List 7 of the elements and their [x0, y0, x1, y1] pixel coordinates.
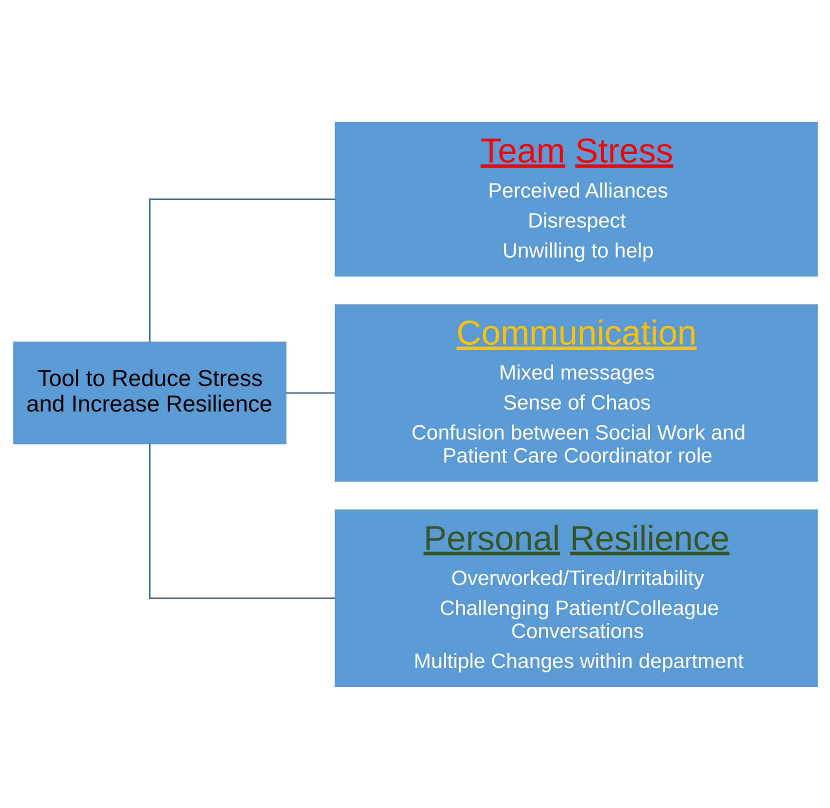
node-box: Tool to Reduce Stress and Increase Resilience: [12, 341, 286, 444]
connector: [148, 443, 335, 598]
connector: [148, 198, 335, 342]
connector: [285, 392, 334, 394]
node-box: Team Stress Perceived Alliances Disrespect Unwilling to help: [334, 122, 818, 276]
node-box: Communication Mixed messages Sense of Chaos Confusion between Social Work and Patient Care Coordinator role: [334, 304, 818, 482]
node-box: Personal Resilience Overworked/Tired/Irritability Challenging Patient/Colleague Conversations Multiple Changes within department: [334, 508, 818, 686]
